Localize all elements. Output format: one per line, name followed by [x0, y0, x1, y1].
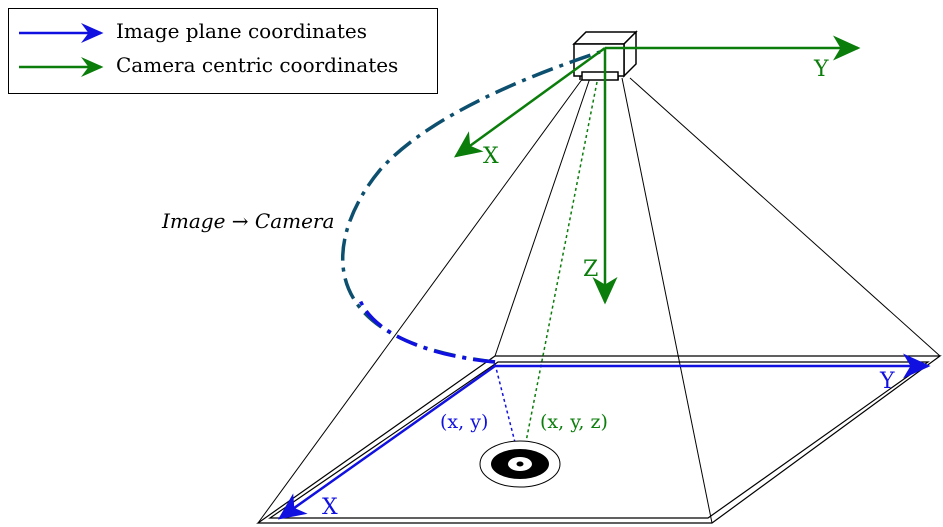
transform-label: Image → Camera	[161, 209, 334, 233]
image-y-label: Y	[879, 369, 895, 394]
camera-icon	[572, 30, 638, 81]
transform-arc	[340, 50, 601, 364]
camera-z-label: Z	[583, 257, 598, 282]
legend-camera-label: Camera centric coordinates	[116, 53, 399, 77]
point-image-label: (x, y)	[440, 411, 488, 433]
legend: Image plane coordinates Camera centric c…	[8, 8, 438, 94]
point-camera-label: (x, y, z)	[540, 411, 608, 433]
target-marker	[479, 440, 561, 488]
image-plane	[256, 355, 942, 524]
legend-arrows	[19, 23, 104, 77]
legend-image-plane-label: Image plane coordinates	[116, 19, 367, 43]
frustum-edges	[257, 77, 941, 524]
camera-y-label: Y	[813, 57, 829, 82]
camera-x-axis	[453, 46, 606, 158]
camera-ray	[519, 81, 598, 464]
image-x-label: X	[322, 495, 338, 520]
camera-x-label: X	[483, 144, 499, 169]
image-x-axis	[277, 364, 496, 520]
transform-arc-blue-tail	[358, 299, 496, 364]
